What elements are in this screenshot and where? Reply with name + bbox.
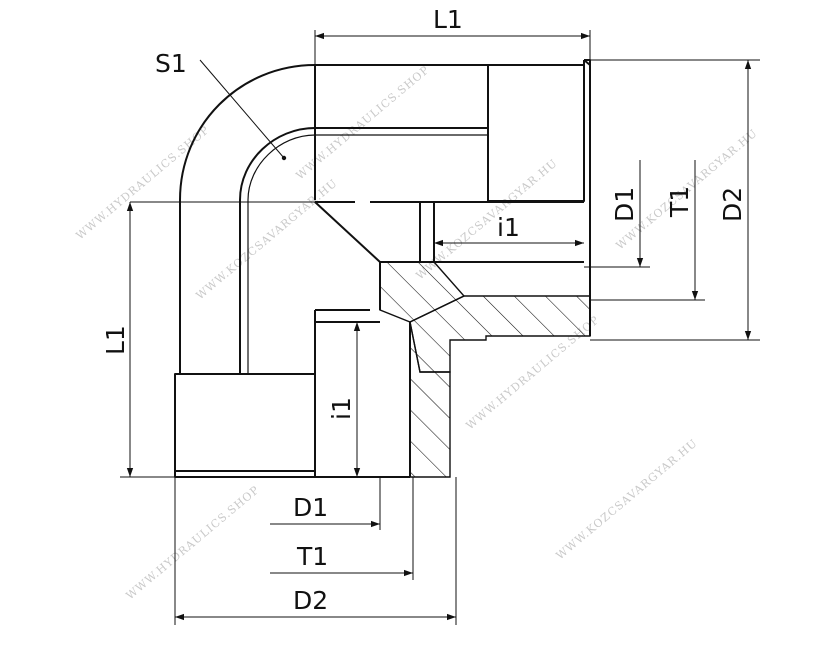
label-s1: S1 — [155, 49, 187, 78]
s1-leader-dot — [281, 155, 287, 161]
watermark-text: WWW.KOZCSAVARGYAR.HU — [194, 176, 341, 302]
dimension-lines — [126, 32, 752, 621]
watermark-text: WWW.KOZCSAVARGYAR.HU — [554, 436, 701, 562]
label-t1-right: T1 — [665, 186, 694, 218]
extension-lines — [120, 30, 760, 625]
label-i1-right: i1 — [497, 213, 520, 242]
label-t1-bottom: T1 — [296, 542, 328, 571]
label-l1-left: L1 — [101, 325, 130, 355]
label-i1-bottom: i1 — [327, 397, 356, 420]
label-d1-right: D1 — [610, 187, 639, 222]
label-l1-top: L1 — [433, 5, 463, 34]
section-hatching — [379, 261, 591, 478]
watermark-text: WWW.HYDRAULICS.SHOP — [124, 483, 263, 602]
label-d1-bottom: D1 — [293, 493, 328, 522]
label-d2-bottom: D2 — [293, 586, 328, 615]
s1-leader — [199, 59, 285, 159]
watermark-text: WWW.HYDRAULICS.SHOP — [74, 123, 213, 242]
label-d2-right: D2 — [718, 187, 747, 222]
dimension-labels: S1 L1 L1 D1 T1 D2 i1 i1 D1 T1 D2 — [101, 5, 747, 615]
